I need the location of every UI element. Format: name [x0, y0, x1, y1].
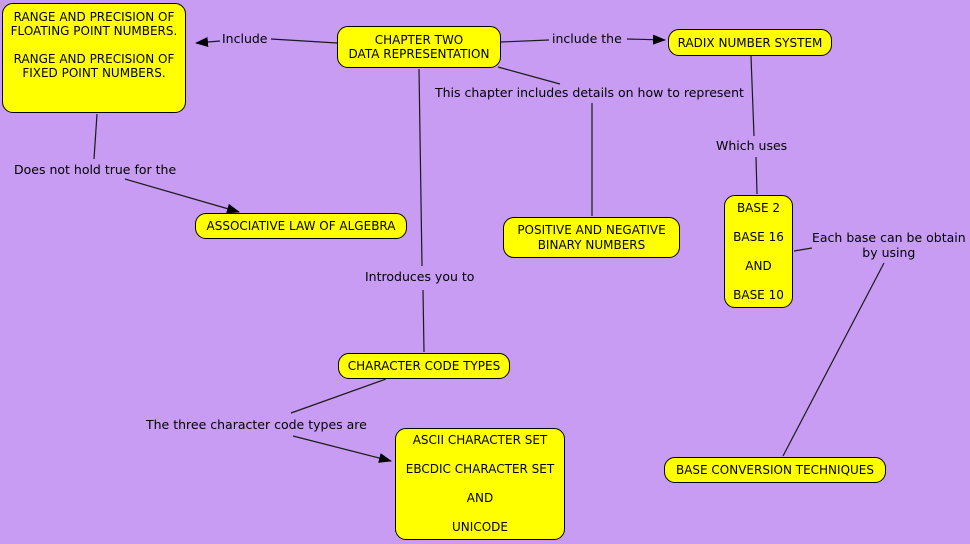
- edge-chapter-to-thischapter-label: [497, 66, 561, 85]
- linking-phrase-each-base-by-using[interactable]: Each base can be obtain by using: [812, 230, 966, 260]
- edge-include-label-to-range-arrow: [195, 37, 221, 47]
- linking-phrase-introduces-you-to[interactable]: Introduces you to: [365, 269, 475, 284]
- node-bases[interactable]: BASE 2 BASE 16 AND BASE 10: [724, 195, 793, 308]
- linking-phrase-include[interactable]: Include: [222, 31, 268, 46]
- edge-doesnothold-label-to-assoc-arrow: [124, 178, 240, 214]
- edge-bases-to-eachbase-label: [793, 247, 813, 252]
- edge-eachbase-label-to-baseconv: [782, 262, 885, 457]
- node-positive-negative-binary[interactable]: POSITIVE AND NEGATIVE BINARY NUMBERS: [503, 217, 680, 258]
- edge-whichuses-label-to-bases: [755, 156, 758, 195]
- linking-phrase-which-uses[interactable]: Which uses: [716, 138, 788, 153]
- node-associative-law[interactable]: ASSOCIATIVE LAW OF ALGEBRA: [195, 213, 407, 239]
- linking-phrase-three-code-types[interactable]: The three character code types are: [146, 417, 367, 432]
- edge-radix-to-whichuses-label: [750, 55, 755, 137]
- edge-chapter-to-includethe-label: [500, 39, 550, 43]
- linking-phrase-this-chapter[interactable]: This chapter includes details on how to …: [435, 85, 744, 100]
- node-range-and-precision[interactable]: RANGE AND PRECISION OF FLOATING POINT NU…: [2, 3, 186, 113]
- edge-range-to-doesnothold-label: [93, 113, 98, 160]
- node-chapter-two[interactable]: CHAPTER TWO DATA REPRESENTATION: [337, 26, 501, 68]
- edge-chapter-to-include-label: [270, 38, 338, 44]
- node-radix-number-system[interactable]: RADIX NUMBER SYSTEM: [668, 29, 832, 56]
- node-character-code-types[interactable]: CHARACTER CODE TYPES: [338, 353, 510, 379]
- edge-threetypes-label-to-ascii-arrow: [292, 435, 392, 463]
- edge-cct-to-threetypes-label: [290, 378, 387, 414]
- node-base-conversion[interactable]: BASE CONVERSION TECHNIQUES: [664, 457, 886, 483]
- linking-phrase-include-the[interactable]: include the: [552, 31, 622, 46]
- edge-includethe-label-to-radix-arrow: [626, 34, 666, 45]
- edge-introduces-label-to-cct: [422, 289, 425, 353]
- node-ascii-ebcdic-unicode[interactable]: ASCII CHARACTER SET EBCDIC CHARACTER SET…: [395, 428, 565, 540]
- linking-phrase-does-not-hold[interactable]: Does not hold true for the: [14, 162, 177, 177]
- edge-chapter-to-introduces-label: [418, 68, 423, 267]
